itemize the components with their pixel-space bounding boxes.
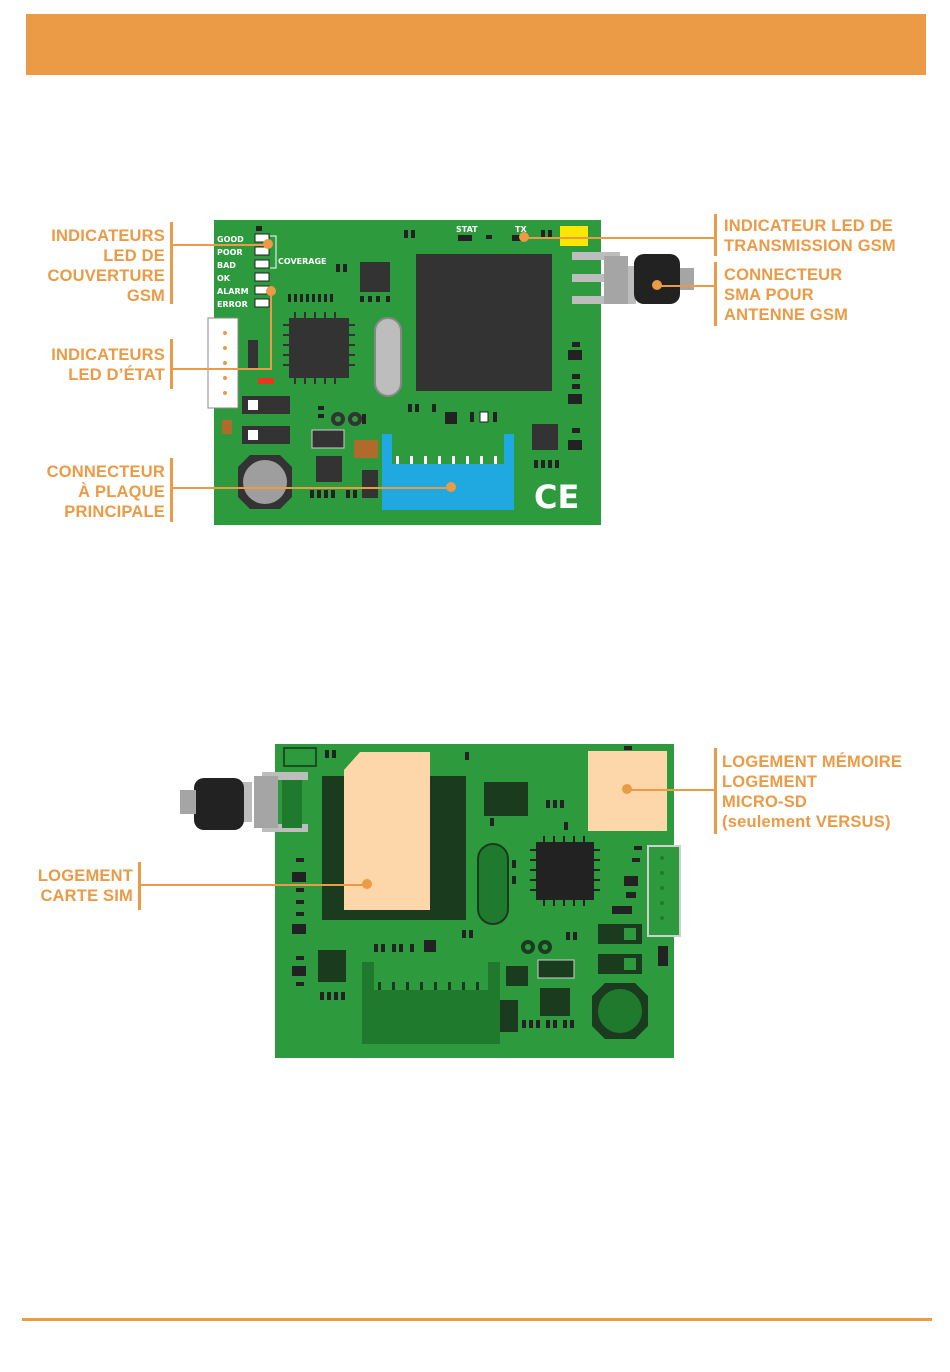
- sim-card-slot: [344, 752, 430, 910]
- callout-sim-slot: LOGEMENT CARTE SIM: [20, 866, 133, 906]
- callout-memory-slot: LOGEMENT MÉMOIRE LOGEMENT MICRO-SD (seul…: [722, 752, 902, 832]
- callout-bar-memory-slot: [714, 748, 717, 834]
- leader-memory-slot: [628, 789, 714, 791]
- leader-dot-sim-slot: [362, 879, 372, 889]
- footer-rule: [22, 1318, 932, 1321]
- sma-connector-bottom: [180, 772, 308, 832]
- callout-bar-sim-slot: [138, 862, 141, 910]
- leader-dot-memory-slot: [622, 784, 632, 794]
- leader-sim-slot: [140, 884, 368, 886]
